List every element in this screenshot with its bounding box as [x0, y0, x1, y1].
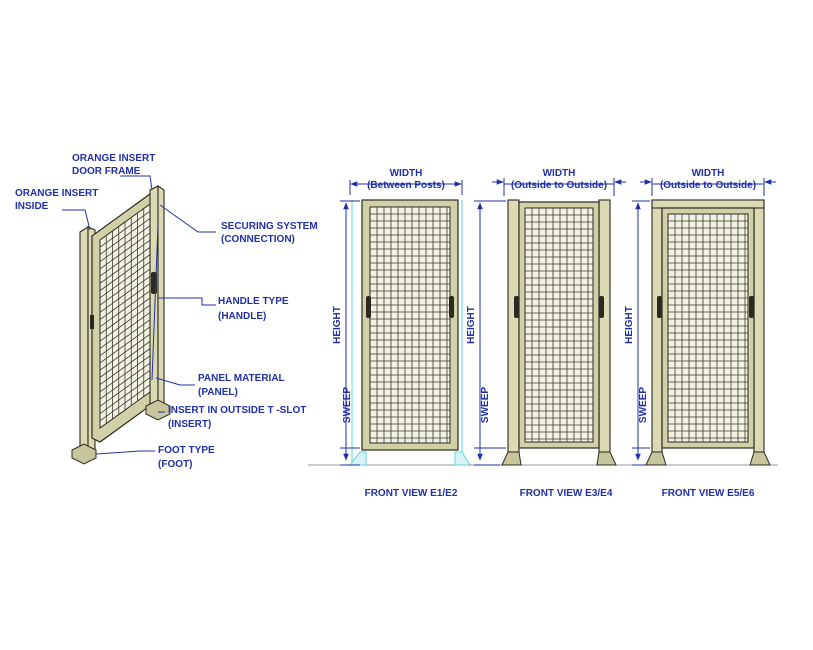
iso-mesh-wire-horizontal: [99, 369, 151, 407]
e1-mesh-grid: [370, 207, 450, 443]
e3-right-handle: [599, 296, 604, 318]
leader-panel: [155, 377, 195, 386]
callout-inside-line2: INSIDE: [15, 201, 49, 212]
iso-mesh-wire-horizontal: [99, 261, 151, 299]
e1-width-sub: (Between Posts): [367, 180, 445, 191]
e5-width-label: WIDTH: [692, 168, 725, 179]
e3-height-label: HEIGHT: [466, 306, 477, 344]
iso-mesh-wire-horizontal: [99, 377, 151, 414]
isometric-door: [71, 184, 171, 465]
iso-mesh-wire-horizontal: [99, 239, 151, 277]
iso-mesh-wire-horizontal: [99, 341, 151, 378]
e1-caption: FRONT VIEW E1/E2: [365, 488, 458, 499]
iso-mesh-wire-horizontal: [99, 384, 151, 422]
e3-sweep-label: SWEEP: [480, 387, 491, 423]
callout-insert-line2: (INSERT): [168, 419, 211, 430]
callout-door-frame-line2: DOOR FRAME: [72, 166, 141, 177]
iso-mesh-wire-horizontal: [99, 290, 151, 328]
front-view-e5-e6: WIDTH (Outside to Outside) HEIGHT SWEEP …: [620, 168, 778, 499]
e5-width-sub: (Outside to Outside): [660, 180, 756, 191]
iso-right-post-side: [157, 184, 165, 413]
e3-mesh-grid: [525, 208, 593, 442]
callout-insert-line1: INSERT IN OUTSIDE T -SLOT: [168, 405, 306, 416]
e3-left-handle: [514, 296, 519, 318]
iso-mesh-wire-horizontal: [99, 297, 151, 335]
leader-securing: [159, 204, 216, 233]
leader-orange-inside: [62, 209, 91, 231]
iso-mesh-wire-horizontal: [99, 254, 151, 291]
callout-handle-line2: (HANDLE): [218, 311, 266, 322]
leader-handle: [158, 297, 216, 306]
leader-door-frame: [120, 175, 153, 191]
iso-mesh-wire-horizontal: [99, 247, 151, 284]
callout-securing-line2: (CONNECTION): [221, 234, 295, 245]
callout-handle-line1: HANDLE TYPE: [218, 296, 289, 307]
e5-height-label: HEIGHT: [624, 306, 635, 344]
e3-width-label: WIDTH: [543, 168, 576, 179]
iso-mesh-wire-horizontal: [99, 268, 151, 306]
iso-mesh-wire-horizontal: [99, 232, 151, 270]
e1-width-label: WIDTH: [390, 168, 423, 179]
iso-mesh-wire-horizontal: [99, 304, 151, 342]
e1-right-handle: [449, 296, 454, 318]
e5-left-handle: [657, 296, 662, 318]
e5-mesh-grid: [668, 214, 748, 442]
e5-left-foot: [645, 451, 667, 466]
leader-securing-long: [151, 224, 159, 381]
callout-door-frame-line1: ORANGE INSERT: [72, 153, 155, 164]
iso-mesh-wire-horizontal: [99, 225, 151, 263]
iso-mesh-wire-horizontal: [99, 218, 151, 255]
front-view-e3-e4: WIDTH (Outside to Outside) HEIGHT SWEEP …: [466, 168, 626, 499]
iso-mesh-wire-horizontal: [99, 210, 151, 248]
e3-right-post: [598, 199, 611, 453]
callout-foot-line1: FOOT TYPE: [158, 445, 215, 456]
iso-latch: [90, 315, 94, 329]
e1-height-label: HEIGHT: [332, 306, 343, 344]
e5-right-post: [753, 199, 765, 453]
e1-right-foot: [454, 451, 471, 466]
iso-mesh-wire-horizontal: [99, 348, 151, 385]
e3-left-foot: [501, 451, 522, 466]
iso-right-post: [149, 185, 159, 415]
iso-mesh-wire-horizontal: [99, 333, 151, 371]
callout-inside-line1: ORANGE INSERT: [15, 188, 98, 199]
e5-top-rail: [651, 199, 765, 209]
iso-mesh-wire-horizontal: [99, 326, 151, 364]
iso-mesh-wire-horizontal: [99, 319, 151, 357]
iso-mesh-wire-horizontal: [99, 283, 151, 320]
iso-left-foot: [71, 443, 97, 465]
e1-left-handle: [366, 296, 371, 318]
e3-right-foot: [596, 451, 617, 466]
callout-panel-line2: (PANEL): [198, 387, 238, 398]
iso-mesh-wire-horizontal: [99, 312, 151, 349]
iso-mesh-wire-horizontal: [99, 362, 151, 400]
iso-mesh-grid: [99, 208, 151, 424]
callout-foot-line2: (FOOT): [158, 459, 192, 470]
e3-caption: FRONT VIEW E3/E4: [520, 488, 613, 499]
leader-foot: [95, 450, 155, 455]
e3-left-post: [507, 199, 520, 453]
e1-sweep-label: SWEEP: [342, 387, 353, 423]
callout-panel-line1: PANEL MATERIAL: [198, 373, 285, 384]
e5-left-post: [651, 199, 663, 453]
callout-leaders: [62, 175, 216, 455]
iso-right-foot: [145, 399, 171, 421]
iso-mesh-wire-horizontal: [99, 275, 151, 313]
callout-securing-line1: SECURING SYSTEM: [221, 221, 318, 232]
e5-right-handle: [749, 296, 754, 318]
iso-mesh-wire-horizontal: [99, 355, 151, 393]
e5-sweep-label: SWEEP: [638, 387, 649, 423]
e5-right-foot: [749, 451, 771, 466]
e1-left-foot: [348, 451, 367, 466]
e3-width-sub: (Outside to Outside): [511, 180, 607, 191]
e1-mesh: [369, 206, 451, 444]
e5-caption: FRONT VIEW E5/E6: [662, 488, 755, 499]
front-view-e1-e2: WIDTH (Between Posts) HEIGHT SWEEP FRONT…: [308, 168, 471, 499]
e5-mesh: [667, 213, 749, 443]
e3-mesh: [524, 207, 594, 443]
callouts: ORANGE INSERT DOOR FRAME ORANGE INSERT I…: [15, 153, 318, 470]
iso-left-post: [79, 226, 89, 453]
